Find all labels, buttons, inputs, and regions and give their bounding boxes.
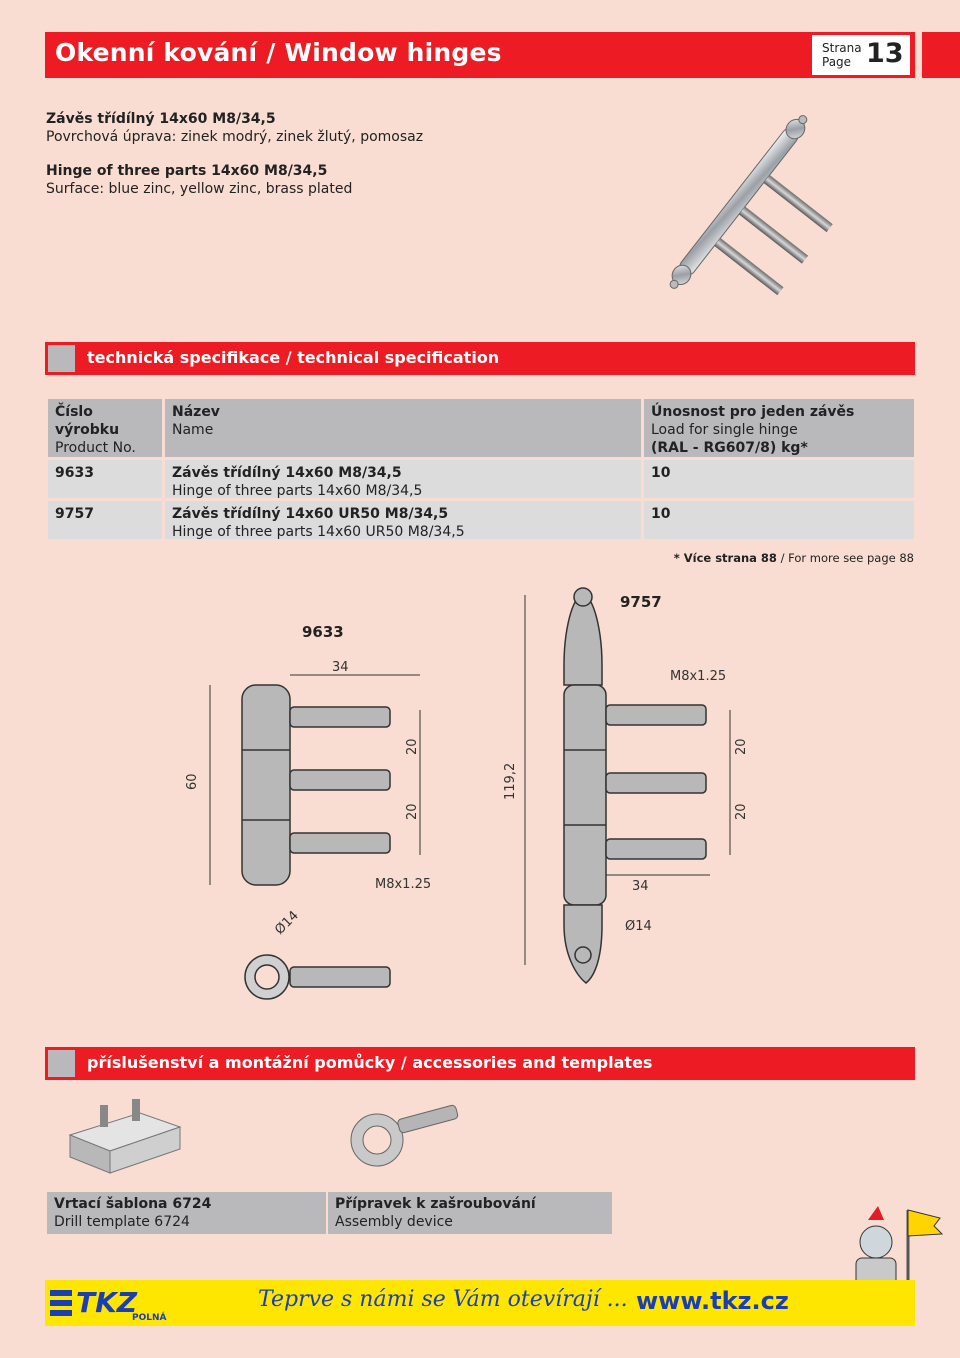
header-name: Název Name (165, 399, 641, 457)
accessories-section-bar: příslušenství a montážní pomůcky / acces… (45, 1047, 915, 1080)
drawing-label-9633: 9633 (302, 623, 344, 641)
logo-text: TKZ (76, 1286, 138, 1319)
cell-product-no: 9757 (48, 501, 162, 539)
cell-load: 10 (644, 501, 914, 539)
side-accent-bar (922, 32, 960, 78)
header-load: Únosnost pro jeden závěs Load for single… (644, 399, 914, 457)
header-bar (45, 32, 915, 78)
header-product-no-cz: Číslo výrobku (55, 404, 120, 438)
header-product-no: Číslo výrobku Product No. (48, 399, 162, 457)
intro-title-cz: Závěs třídílný 14x60 M8/34,5 (46, 111, 276, 127)
dim-60: 60 (185, 773, 200, 790)
spec-section-bar: technická specifikace / technical specif… (45, 342, 915, 375)
accessories-section-title: příslušenství a montážní pomůcky / acces… (87, 1053, 653, 1072)
footnote-prefix: * Více strana 88 (673, 551, 777, 565)
footer-website-link[interactable]: www.tkz.cz (636, 1287, 789, 1315)
spec-section-title: technická specifikace / technical specif… (87, 348, 500, 367)
intro-surface-cz: Povrchová úprava: zinek modrý, zinek žlu… (46, 129, 424, 145)
header-product-no-en: Product No. (55, 440, 136, 456)
page-label-cz: Strana (822, 41, 862, 55)
footer-bar (45, 1280, 915, 1326)
tkz-logo: TKZ POLNÁ (50, 1286, 167, 1322)
cell-load: 10 (644, 460, 914, 498)
intro-surface-en: Surface: blue zinc, yellow zinc, brass p… (46, 181, 353, 197)
section-marker (48, 1050, 75, 1077)
page-label-en: Page (822, 55, 852, 69)
cell-name-en: Hinge of three parts 14x60 M8/34,5 (172, 483, 423, 499)
technical-drawing: 34 34 M8x1.25 M8x1.25 Ø14 Ø14 60 119,2 2… (185, 587, 749, 1000)
dia-label-right: Ø14 (625, 919, 652, 934)
cell-product-no: 9633 (48, 460, 162, 498)
cell-name: Závěs třídílný 14x60 M8/34,5 Hinge of th… (165, 460, 641, 499)
dim-34-left: 34 (332, 660, 349, 675)
intro-title-en: Hinge of three parts 14x60 M8/34,5 (46, 163, 328, 179)
footnote-suffix: / For more see page 88 (776, 551, 914, 565)
thread-label-right: M8x1.25 (670, 669, 726, 684)
section-marker (48, 345, 75, 372)
cell-name-cz: Závěs třídílný 14x60 UR50 M8/34,5 (172, 506, 449, 522)
page-number: 13 (866, 38, 904, 69)
table-row: 9633 Závěs třídílný 14x60 M8/34,5 Hinge … (46, 460, 914, 499)
dim-119: 119,2 (503, 763, 518, 800)
accessory-name-en: Drill template 6724 (54, 1214, 190, 1230)
accessory-name-en: Assembly device (335, 1214, 453, 1230)
thread-label-left: M8x1.25 (375, 877, 431, 892)
footnote: * Více strana 88 / For more see page 88 (674, 551, 914, 565)
cell-name-en: Hinge of three parts 14x60 UR50 M8/34,5 (172, 524, 465, 540)
dia-label-left: Ø14 (272, 908, 302, 938)
accessory-name-cz: Vrtací šablona 6724 (54, 1196, 212, 1212)
cell-name: Závěs třídílný 14x60 UR50 M8/34,5 Hinge … (165, 501, 641, 540)
hinge-photo (669, 115, 833, 296)
drawing-label-9757: 9757 (620, 593, 662, 611)
header-load-cz: Únosnost pro jeden závěs (651, 404, 855, 420)
assembly-device-image (350, 1104, 459, 1167)
header-name-en: Name (172, 422, 214, 438)
dim-34-right: 34 (632, 879, 649, 894)
page-number-box (812, 35, 910, 75)
header-load-en: Load for single hinge (651, 422, 798, 438)
logo-subtext: POLNÁ (132, 1311, 167, 1322)
table-header-row: Číslo výrobku Product No. Název Name Úno… (46, 399, 914, 457)
table-row: 9757 Závěs třídílný 14x60 UR50 M8/34,5 H… (46, 501, 914, 540)
header-name-cz: Název (172, 404, 220, 420)
dim-20-a: 20 (405, 738, 420, 755)
dim-20-c: 20 (734, 738, 749, 755)
page-title: Okenní kování / Window hinges (55, 38, 502, 67)
dim-20-d: 20 (734, 803, 749, 820)
dim-20-b: 20 (405, 803, 420, 820)
header-load-unit: (RAL - RG607/8) kg* (651, 440, 808, 456)
accessory-drill-template: Vrtací šablona 6724 Drill template 6724 (47, 1192, 326, 1234)
accessory-name-cz: Přípravek k zašroubování (335, 1196, 536, 1212)
drill-template-image (68, 1099, 182, 1174)
accessory-assembly-device: Přípravek k zašroubování Assembly device (328, 1192, 612, 1234)
cell-name-cz: Závěs třídílný 14x60 M8/34,5 (172, 465, 402, 481)
footer-slogan: Teprve s námi se Vám otevírají ... (258, 1287, 628, 1312)
